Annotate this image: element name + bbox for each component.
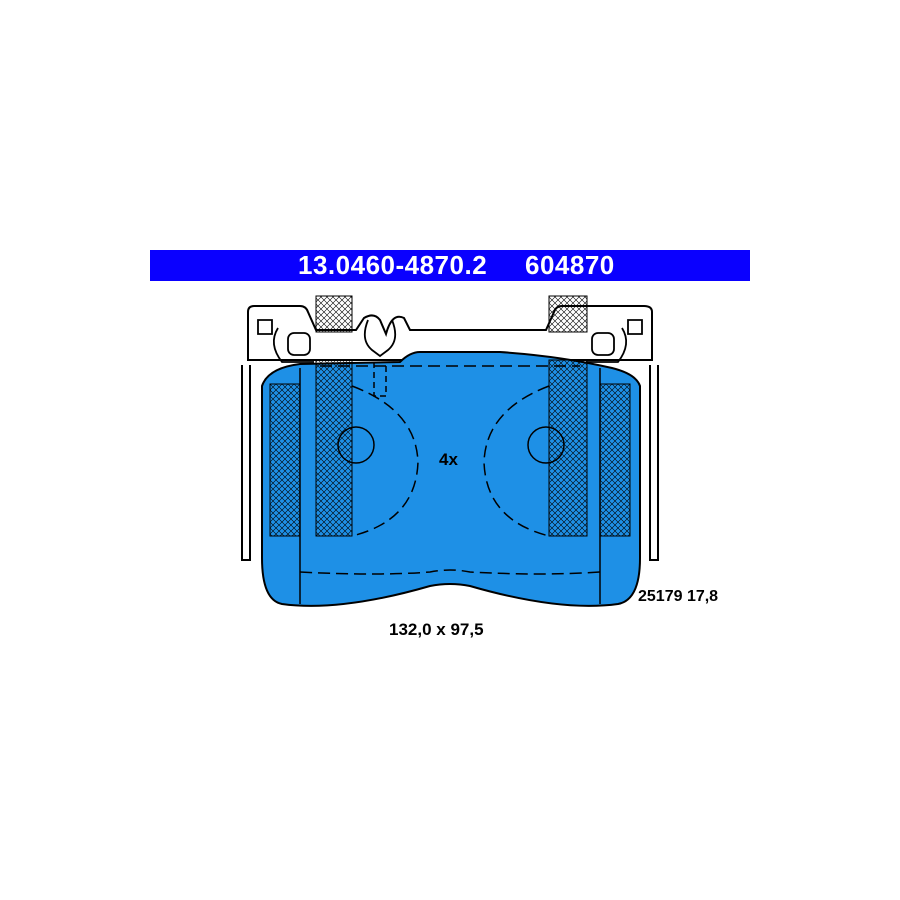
left-piston-arc (351, 385, 419, 537)
right-piston-circle (527, 426, 565, 464)
dashed-inner-outline (299, 365, 601, 575)
left-clip-hole (287, 332, 311, 356)
left-ear-slot (257, 319, 273, 335)
header-banner: 13.0460-4870.2 604870 (150, 250, 750, 281)
quantity-label: 4x (439, 450, 458, 469)
left-ear-arc (272, 327, 314, 363)
left-piston-circle (337, 426, 375, 464)
centre-spring-clip (363, 319, 397, 358)
left-hatch-outer (269, 383, 301, 537)
backing-plate-outline (241, 305, 659, 561)
dimensions-label: 132,0 x 97,5 (389, 620, 484, 639)
spec-code-label: 25179 17,8 (638, 588, 719, 605)
centre-dashed-stem (373, 362, 387, 397)
right-hatch-outer (599, 383, 631, 537)
right-hatch-inner (548, 359, 588, 537)
part-number: 13.0460-4870.2 (298, 250, 488, 280)
right-ear-arc (586, 327, 628, 363)
right-piston-arc (483, 385, 550, 537)
left-hatch-top (315, 295, 353, 333)
right-hatch-top (548, 295, 588, 333)
reference-number: 604870 (525, 250, 615, 280)
left-hatch-inner (315, 359, 353, 537)
right-clip-hole (591, 332, 615, 356)
friction-pad (261, 351, 641, 607)
right-ear-slot (627, 319, 643, 335)
